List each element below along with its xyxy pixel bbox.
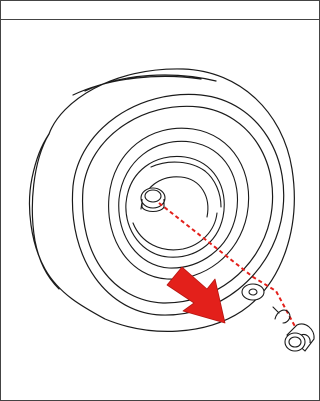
rim-ring-4	[204, 170, 222, 208]
hub-cap	[284, 323, 315, 352]
tire-face-rim	[71, 93, 285, 316]
spring-clip	[272, 306, 291, 324]
washer	[241, 283, 265, 301]
axis-guide-line	[158, 202, 300, 335]
header-divider	[1, 19, 319, 20]
rim-lip	[118, 140, 238, 269]
arrow-down-right-icon	[166, 266, 226, 324]
rim-outer	[108, 127, 250, 280]
tread-line-1	[72, 75, 202, 96]
rim-dish	[125, 155, 225, 258]
tire-face-inner	[81, 105, 274, 304]
tire-back-edge	[31, 133, 60, 290]
rim-ring-2	[132, 212, 218, 251]
tread-line-2	[84, 74, 217, 92]
rim-ring-3	[150, 161, 206, 172]
